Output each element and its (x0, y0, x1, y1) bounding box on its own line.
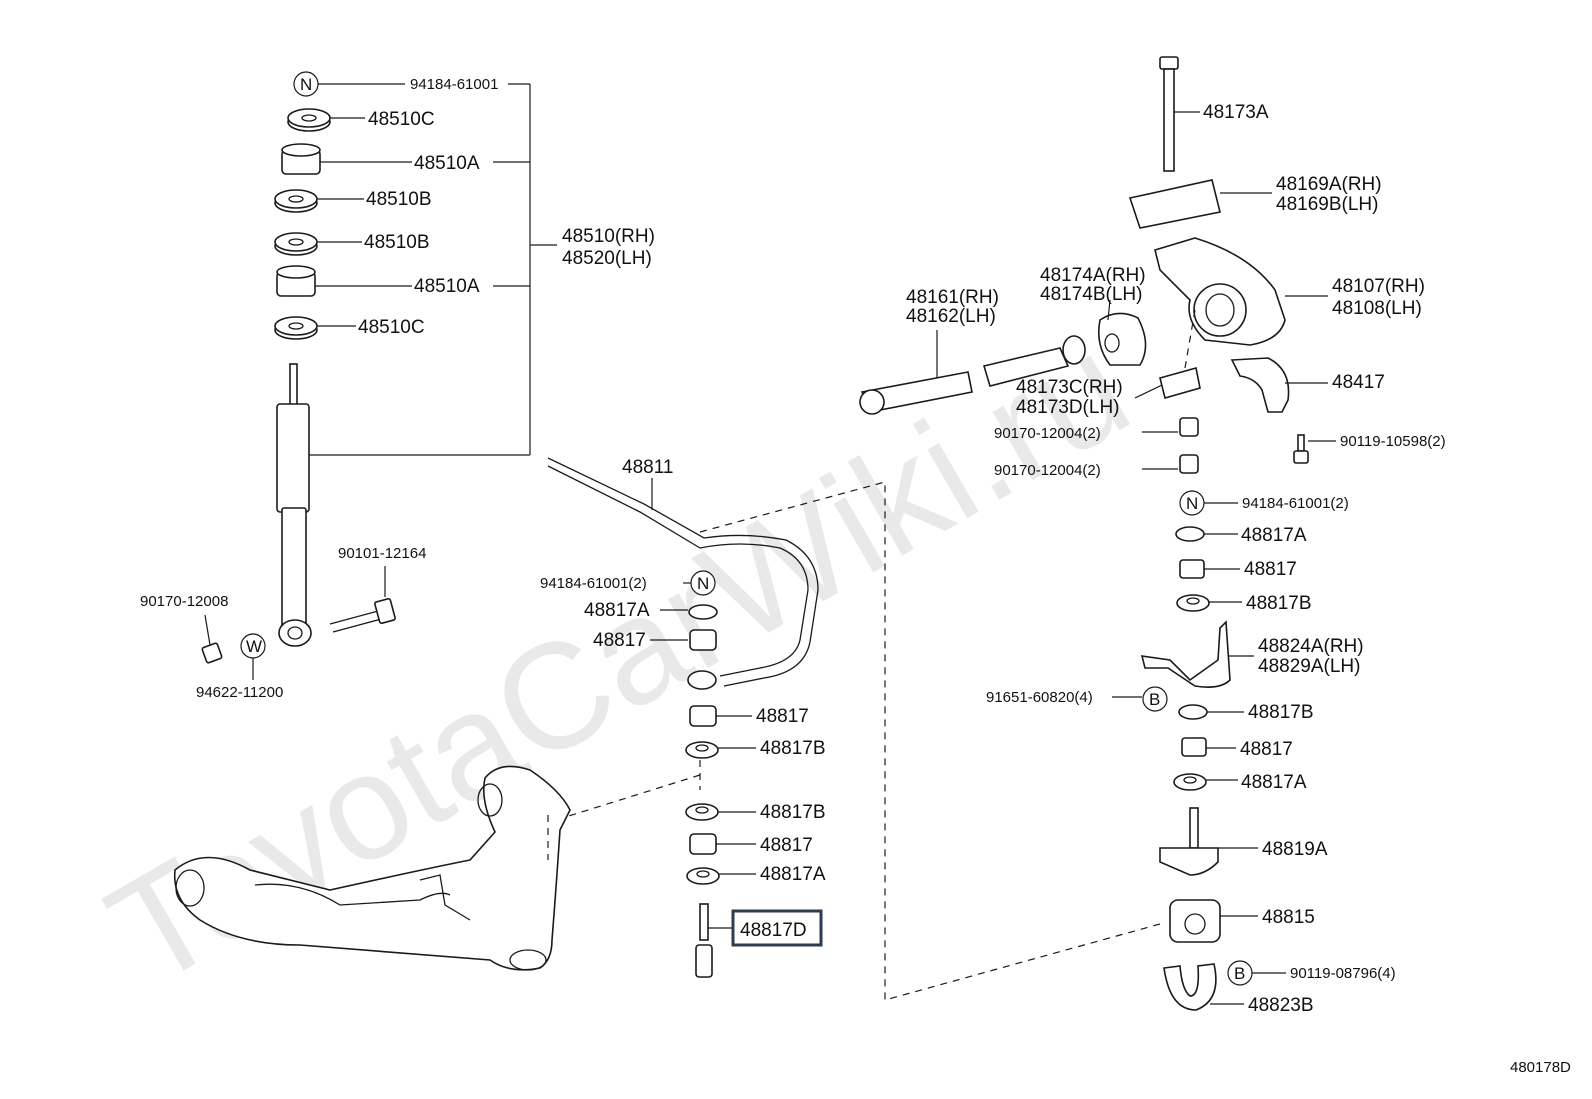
label-r48817b-1[interactable]: 48817B (1246, 593, 1312, 614)
label-48174b-lh[interactable]: 48174B(LH) (1040, 284, 1142, 305)
label-94184-61001-2[interactable]: 94184-61001(2) (540, 575, 647, 592)
label-48510a-top[interactable]: 48510A (414, 153, 480, 174)
label-48107-rh[interactable]: 48107(RH) (1332, 276, 1425, 297)
label-48173a[interactable]: 48173A (1203, 102, 1269, 123)
label-r48817-1[interactable]: 48817 (1244, 559, 1297, 580)
label-48817a-1[interactable]: 48817A (584, 600, 650, 621)
stabilizer-mount-group: 48173A 48169A(RH) 48169B(LH) 48107(RH) 4… (859, 56, 1446, 1016)
label-90170-12008[interactable]: 90170-12008 (140, 593, 228, 610)
label-48162-lh[interactable]: 48162(LH) (906, 306, 996, 327)
nut-marker-2-text: N (697, 574, 709, 593)
highlight-box (731, 909, 823, 947)
bolt-marker-1-text: B (1149, 690, 1160, 709)
label-48510a-2[interactable]: 48510A (414, 276, 480, 297)
label-90119-10598[interactable]: 90119-10598(2) (1340, 433, 1446, 450)
label-48510b-1[interactable]: 48510B (366, 189, 432, 210)
bolt-marker-1-icon (1142, 686, 1168, 712)
label-48817-2[interactable]: 48817 (756, 706, 809, 727)
label-r48817-2[interactable]: 48817 (1240, 739, 1293, 760)
label-48824a-rh[interactable]: 48824A(RH) (1258, 636, 1364, 657)
label-48811[interactable]: 48811 (622, 457, 673, 478)
label-48510b-2[interactable]: 48510B (364, 232, 430, 253)
label-48161-rh[interactable]: 48161(RH) (906, 287, 999, 308)
label-48819a[interactable]: 48819A (1262, 839, 1328, 860)
label-48817b-1[interactable]: 48817B (760, 738, 826, 759)
label-48817a-2[interactable]: 48817A (760, 864, 826, 885)
label-r48817a-1[interactable]: 48817A (1241, 525, 1307, 546)
label-90170-12004-a[interactable]: 90170-12004(2) (994, 425, 1101, 442)
label-48510c-2[interactable]: 48510C (358, 317, 425, 338)
nut-marker-3-text: N (1186, 494, 1198, 513)
label-48510-rh[interactable]: 48510(RH) (562, 226, 655, 247)
nut-90170-icon (201, 642, 223, 664)
label-48169b-lh[interactable]: 48169B(LH) (1276, 194, 1378, 215)
label-94184-61001-r[interactable]: 94184-61001(2) (1242, 495, 1349, 512)
bolt-90101-icon (329, 597, 396, 633)
label-48817-1[interactable]: 48817 (593, 630, 646, 651)
shock-absorber-group: N 94184-61001 48510(RH) 48520(LH) 48510C… (140, 71, 655, 701)
label-48815[interactable]: 48815 (1262, 907, 1315, 928)
label-r48817a-2[interactable]: 48817A (1241, 772, 1307, 793)
label-94184-61001[interactable]: 94184-61001 (410, 76, 498, 93)
label-48520-lh[interactable]: 48520(LH) (562, 248, 652, 269)
label-48173d-lh[interactable]: 48173D(LH) (1016, 397, 1120, 418)
label-48108-lh[interactable]: 48108(LH) (1332, 298, 1422, 319)
label-48169a-rh[interactable]: 48169A(RH) (1276, 174, 1382, 195)
label-90170-12004-b[interactable]: 90170-12004(2) (994, 462, 1101, 479)
label-48817b-2[interactable]: 48817B (760, 802, 826, 823)
diagram-id: 480178D (1510, 1059, 1571, 1076)
label-48174a-rh[interactable]: 48174A(RH) (1040, 265, 1146, 286)
bolt-marker-2-text: B (1234, 964, 1245, 983)
label-48173c-rh[interactable]: 48173C(RH) (1016, 377, 1123, 398)
label-48823b[interactable]: 48823B (1248, 995, 1314, 1016)
nut-marker-2-icon (690, 570, 716, 596)
label-48817d[interactable]: 48817D (740, 920, 807, 941)
label-94622-11200[interactable]: 94622-11200 (196, 684, 283, 701)
washer-marker-text: W (246, 637, 262, 656)
label-48829a-lh[interactable]: 48829A(LH) (1258, 656, 1360, 677)
label-48417[interactable]: 48417 (1332, 372, 1385, 393)
label-48510c-top[interactable]: 48510C (368, 109, 435, 130)
lower-control-arm-icon (173, 765, 571, 971)
label-91651-60820[interactable]: 91651-60820(4) (986, 689, 1093, 706)
label-48817-3[interactable]: 48817 (760, 835, 813, 856)
nut-marker-1-text: N (300, 75, 312, 94)
stabilizer-bar-group: 48811 94184-61001(2) N 48817A 48817 4881… (540, 457, 1161, 1001)
label-90101-12164[interactable]: 90101-12164 (338, 545, 426, 562)
label-r48817b-2[interactable]: 48817B (1248, 702, 1314, 723)
label-90119-08796[interactable]: 90119-08796(4) (1290, 965, 1396, 982)
